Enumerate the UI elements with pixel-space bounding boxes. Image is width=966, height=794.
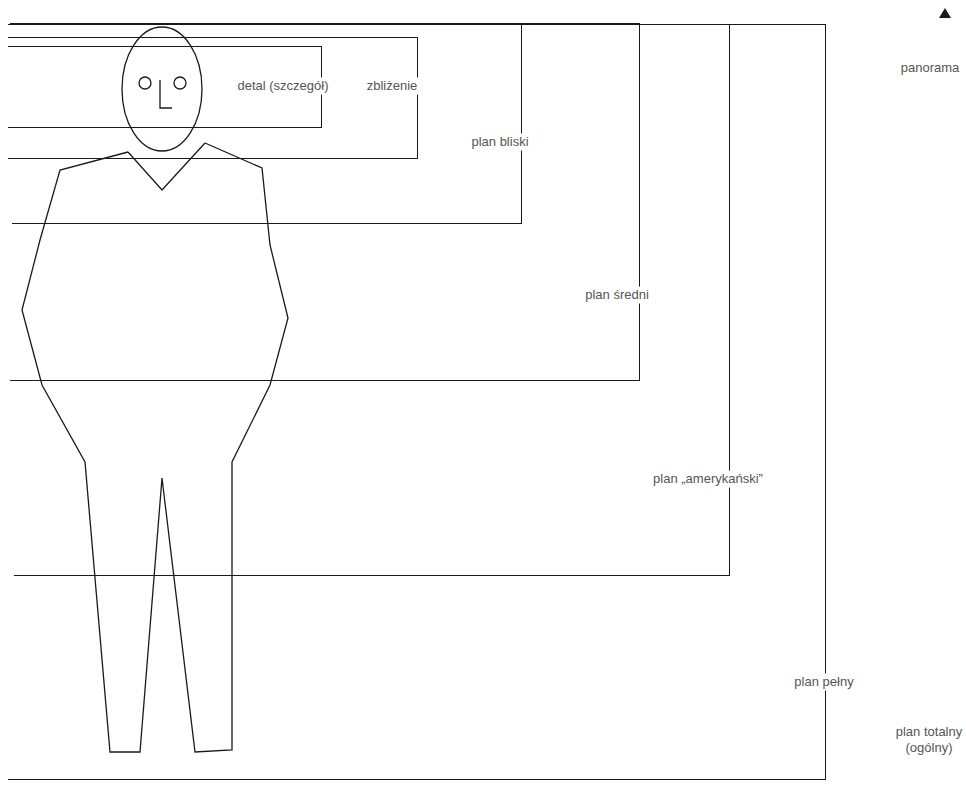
shot-frame: plan bliskizbliżeniedetal (szczegół) xyxy=(12,23,522,224)
eye xyxy=(139,77,151,89)
shot-label: plan średni xyxy=(583,287,651,304)
shot-frame: plan pełnyplan „amerykański”plan średnip… xyxy=(8,24,826,780)
shot-frame: plan średniplan bliskizbliżeniedetal (sz… xyxy=(10,23,640,381)
shot-label: zbliżenie xyxy=(365,78,420,95)
shot-frame: plan „amerykański”plan średniplan bliski… xyxy=(14,24,730,576)
collar xyxy=(128,143,205,190)
shot-label: plan bliski xyxy=(469,133,530,150)
shot-label: plan „amerykański” xyxy=(651,471,765,488)
person-outline xyxy=(22,27,288,752)
eye xyxy=(174,77,186,89)
shot-label: plan pełny xyxy=(792,673,855,690)
shot-label: panorama xyxy=(895,60,965,76)
shot-frame: detal (szczegół) xyxy=(8,46,322,128)
triangle-symbol xyxy=(939,8,951,18)
nose xyxy=(160,80,172,108)
body xyxy=(22,143,288,752)
shot-label: plan totalny (ogólny) xyxy=(892,724,966,757)
shot-label: detal (szczegół) xyxy=(235,78,330,95)
shot-frame: zbliżenie detal (szczegół) xyxy=(8,37,418,159)
